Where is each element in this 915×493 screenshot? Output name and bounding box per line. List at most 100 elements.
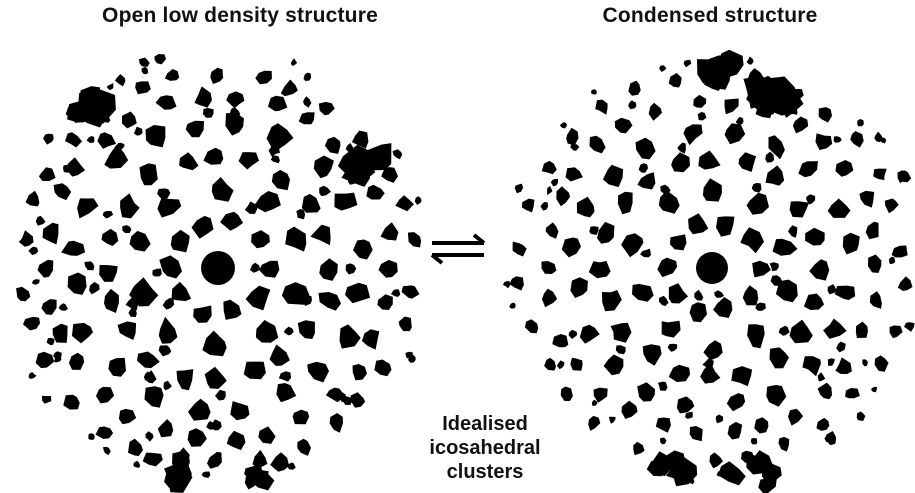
atom xyxy=(589,261,611,278)
atom-fragment xyxy=(639,163,648,172)
atom xyxy=(770,347,790,368)
atom xyxy=(773,239,798,256)
atom xyxy=(156,95,177,110)
atom-fragment xyxy=(163,298,174,310)
atom xyxy=(230,401,249,420)
atom xyxy=(39,167,56,181)
atom xyxy=(256,320,278,343)
atom-fragment xyxy=(103,447,111,455)
caption-line-1: Idealised xyxy=(405,412,565,436)
atom xyxy=(659,190,680,213)
edge-atom xyxy=(139,58,150,68)
atom xyxy=(144,386,163,408)
atom-fragment xyxy=(159,345,172,356)
atom-fragment xyxy=(630,102,637,109)
atom xyxy=(122,112,137,129)
atom xyxy=(314,156,334,179)
atom-fragment xyxy=(540,202,548,211)
atom xyxy=(408,232,421,247)
atom-fragment xyxy=(668,344,678,352)
edge-atom xyxy=(107,83,114,90)
atom xyxy=(188,428,207,447)
atom xyxy=(68,273,87,295)
atom xyxy=(802,356,821,376)
atom xyxy=(319,292,342,311)
atom xyxy=(186,121,204,138)
atom xyxy=(362,329,379,349)
atom xyxy=(790,320,813,344)
edge-atom xyxy=(826,431,836,445)
atom xyxy=(118,321,137,340)
atom-fragment xyxy=(391,289,400,297)
atom xyxy=(698,151,720,170)
atom xyxy=(683,124,702,145)
atom xyxy=(253,450,268,468)
atom xyxy=(728,422,743,440)
atom xyxy=(251,230,270,248)
atom xyxy=(179,152,198,170)
atom xyxy=(604,355,624,376)
atom xyxy=(19,230,34,247)
atom-fragment xyxy=(560,122,567,129)
atom-fragment xyxy=(589,226,598,235)
atom xyxy=(788,409,803,426)
atom xyxy=(210,68,223,84)
atom xyxy=(809,259,829,280)
atom xyxy=(713,297,732,318)
atom xyxy=(227,431,246,450)
atom xyxy=(202,331,226,357)
atom xyxy=(752,261,771,278)
atom-fragment xyxy=(157,188,170,199)
atom xyxy=(194,86,212,107)
atom-fragment xyxy=(36,216,46,226)
atom xyxy=(892,246,908,258)
atom-fragment xyxy=(346,263,357,274)
atom xyxy=(379,260,398,278)
atom xyxy=(885,199,899,214)
atom xyxy=(276,383,296,402)
atom xyxy=(353,240,373,260)
atom-fragment xyxy=(557,360,565,369)
atom xyxy=(819,107,832,123)
atom xyxy=(845,388,860,398)
edge-atom xyxy=(304,73,312,81)
atom-fragment xyxy=(296,209,305,220)
atom xyxy=(816,418,829,431)
atom xyxy=(611,323,632,343)
atom xyxy=(597,222,614,244)
atom xyxy=(374,360,391,377)
atom xyxy=(205,367,227,389)
atom xyxy=(203,148,223,165)
edge-atom xyxy=(591,89,597,94)
atom xyxy=(272,170,290,190)
atom xyxy=(104,289,119,313)
atom xyxy=(856,322,868,339)
atom xyxy=(165,69,180,81)
atom xyxy=(561,387,573,402)
atom-fragment xyxy=(303,96,311,108)
central-atom xyxy=(696,252,728,284)
atom xyxy=(669,73,682,88)
atom xyxy=(119,409,136,424)
atom-fragment xyxy=(659,296,669,306)
atom xyxy=(239,152,259,169)
edge-atom xyxy=(155,54,167,64)
caption-line-2: icosahedral xyxy=(405,436,565,460)
atom-fragment xyxy=(609,417,616,424)
atom-fragment xyxy=(889,257,895,264)
atom xyxy=(731,366,752,386)
atom-fragment xyxy=(569,330,578,339)
atom xyxy=(96,427,114,440)
cluster-atom xyxy=(718,461,746,485)
atom xyxy=(212,177,234,202)
atom xyxy=(23,317,40,331)
atom xyxy=(633,442,644,455)
atom xyxy=(513,242,527,257)
edge-atom xyxy=(43,134,54,145)
atom xyxy=(890,325,903,338)
atom xyxy=(743,285,758,305)
atom-fragment xyxy=(828,284,837,294)
edge-atom xyxy=(393,149,403,159)
atom xyxy=(302,194,321,213)
atom xyxy=(104,144,128,168)
